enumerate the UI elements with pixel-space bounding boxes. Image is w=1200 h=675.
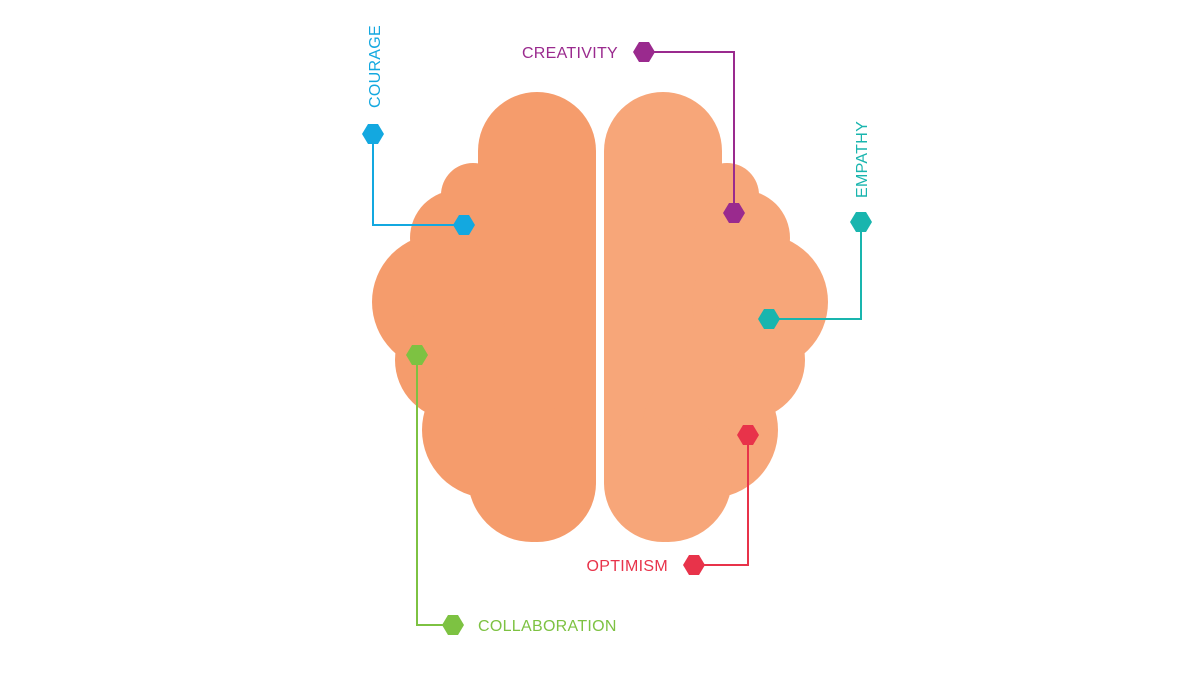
empathy-label: EMPATHY	[854, 121, 871, 198]
courage-label: COURAGE	[367, 25, 384, 108]
optimism-label: OPTIMISM	[586, 558, 668, 575]
creativity-connector	[633, 42, 745, 223]
left-hemisphere	[372, 92, 596, 542]
right-hemisphere	[604, 92, 828, 542]
collaboration-label: COLLABORATION	[478, 618, 617, 635]
collaboration-connector	[406, 345, 464, 635]
optimism-end-hexagon	[683, 555, 705, 575]
optimism-connector	[683, 425, 759, 575]
collaboration-end-hexagon	[442, 615, 464, 635]
creativity-start-hexagon	[633, 42, 655, 62]
courage-start-hexagon	[362, 124, 384, 144]
empathy-connector	[758, 212, 872, 329]
empathy-end-hexagon	[758, 309, 780, 329]
courage-end-hexagon	[453, 215, 475, 235]
courage-connector	[362, 124, 475, 235]
empathy-start-hexagon	[850, 212, 872, 232]
creativity-end-hexagon	[723, 203, 745, 223]
optimism-start-hexagon	[737, 425, 759, 445]
creativity-label: CREATIVITY	[522, 45, 618, 62]
collaboration-start-hexagon	[406, 345, 428, 365]
